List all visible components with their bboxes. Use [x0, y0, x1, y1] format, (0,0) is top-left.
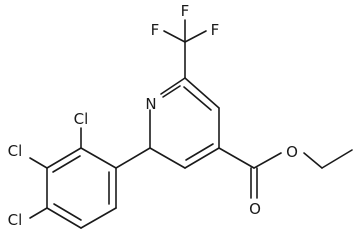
- bond-c4-carbonyl: [218, 147, 255, 169]
- bond-c5-c6-inner: [183, 86, 212, 111]
- atom-cl-upper: Cl: [74, 110, 89, 128]
- atom-cl-middle: Cl: [8, 142, 23, 160]
- bond-ph3-cl-middle: [29, 157, 48, 169]
- atom-f-top: F: [181, 2, 190, 20]
- bond-c5-c6: [184, 77, 220, 109]
- bonds: [29, 19, 353, 229]
- bond-ph4-ph5: [46, 207, 82, 229]
- bond-ph1-ph2: [80, 147, 117, 169]
- bond-c6-n-inner: [162, 85, 181, 98]
- bond-carbonyl-o-ester: [253, 152, 282, 169]
- atom-n-pyridine: N: [145, 95, 156, 113]
- bond-pyridine-phenyl: [115, 147, 151, 169]
- bond-o-ch2: [303, 152, 323, 169]
- bond-c3-c4-inner: [185, 143, 214, 161]
- bond-ph2-ph3-inner: [52, 155, 81, 173]
- atom-o-carbonyl: O: [249, 200, 261, 218]
- bond-ch2-ch3: [321, 149, 353, 169]
- bond-ph4-cl-lower: [29, 207, 48, 219]
- atom-f-left: F: [151, 21, 160, 39]
- bond-ph5-ph6: [80, 207, 117, 229]
- bond-c-f-right: [184, 30, 207, 43]
- atom-labels: F F F N O O Cl Cl Cl: [8, 2, 298, 229]
- bond-c-f-left: [163, 30, 186, 43]
- bond-c2-c3: [149, 147, 186, 169]
- bond-c6-n: [160, 77, 186, 95]
- bond-ph4-ph5-inner: [53, 203, 82, 221]
- atom-o-ester: O: [286, 143, 298, 161]
- bond-ph2-ph3: [46, 147, 82, 169]
- atom-cl-lower: Cl: [8, 211, 23, 229]
- atom-f-right: F: [211, 21, 220, 39]
- bond-c3-c4: [184, 147, 220, 169]
